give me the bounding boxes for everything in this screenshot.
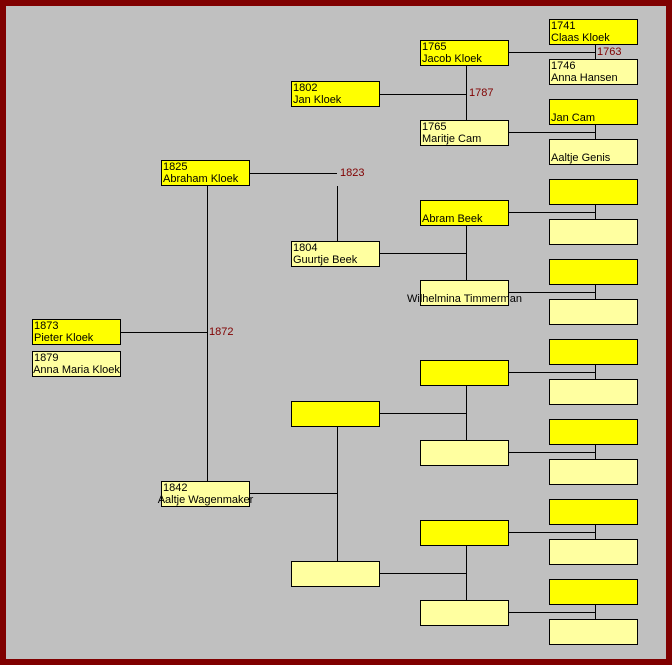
person-name: Guurtje Beek	[293, 254, 358, 266]
connector-line	[466, 226, 467, 280]
person-box-unknown[interactable]	[549, 299, 638, 325]
connector-line	[466, 66, 467, 120]
person-name: Jacob Kloek	[422, 53, 482, 65]
person-box-unknown[interactable]	[549, 219, 638, 245]
person-box-aaltje-genis[interactable]: Aaltje Genis	[549, 139, 638, 165]
connector-line	[379, 573, 466, 574]
person-box-unknown[interactable]	[420, 440, 509, 466]
connector-line	[595, 125, 596, 139]
connector-line	[120, 332, 208, 333]
person-name: Aaltje Wagenmaker	[157, 494, 254, 506]
connector-line	[508, 452, 595, 453]
person-box-unknown[interactable]	[549, 579, 638, 605]
connector-line	[466, 546, 467, 600]
connector-line	[249, 493, 337, 494]
person-name: Jan Kloek	[293, 94, 342, 106]
connector-line	[508, 212, 595, 213]
birth-year: 1765	[422, 41, 447, 53]
person-box-unknown[interactable]	[549, 499, 638, 525]
person-box-unknown[interactable]	[291, 401, 380, 427]
person-name: Abraham Kloek	[163, 173, 239, 185]
connector-line	[595, 365, 596, 379]
connector-line	[379, 94, 466, 95]
person-box-wilhelmina-timmerman[interactable]: Wilhelmina Timmerman	[407, 280, 522, 306]
person-box-unknown[interactable]	[420, 360, 509, 386]
connector-line	[595, 525, 596, 539]
connector-line	[337, 427, 338, 561]
person-box-unknown[interactable]	[549, 339, 638, 365]
birth-year: 1802	[293, 82, 318, 94]
person-box-unknown[interactable]	[549, 539, 638, 565]
person-box-unknown[interactable]	[549, 259, 638, 285]
birth-year: 1741	[551, 20, 576, 32]
person-name: Anna Hansen	[551, 72, 618, 84]
connector-line	[595, 605, 596, 619]
marriage-year: 1823	[340, 167, 365, 179]
person-box-unknown[interactable]	[549, 419, 638, 445]
birth-year: 1842	[163, 482, 188, 494]
marriage-year: 1763	[597, 46, 622, 58]
birth-year: 1825	[163, 161, 188, 173]
connector-line	[595, 205, 596, 219]
person-box-unknown[interactable]	[420, 520, 509, 546]
marriage-year: 1872	[209, 326, 234, 338]
connector-line	[337, 186, 338, 241]
birth-year: 1879	[34, 352, 59, 364]
person-name: Wilhelmina Timmerman	[407, 293, 522, 305]
connector-line	[595, 285, 596, 299]
connector-line	[508, 132, 595, 133]
connector-line	[508, 292, 595, 293]
connector-line	[508, 612, 595, 613]
marriage-year: 1787	[469, 87, 494, 99]
connector-line	[249, 173, 337, 174]
person-box-jan-cam[interactable]: Jan Cam	[549, 99, 638, 125]
person-box-unknown[interactable]	[291, 561, 380, 587]
birth-year: 1804	[293, 242, 318, 254]
person-name: Pieter Kloek	[34, 332, 94, 344]
connector-line	[508, 372, 595, 373]
birth-year: 1746	[551, 60, 576, 72]
person-box-unknown[interactable]	[420, 600, 509, 626]
person-name: Maritje Cam	[422, 133, 482, 145]
person-name: Jan Cam	[551, 112, 596, 124]
birth-year: 1765	[422, 121, 447, 133]
connector-line	[466, 386, 467, 440]
connector-line	[379, 253, 466, 254]
connector-line	[595, 45, 596, 59]
person-box-unknown[interactable]	[549, 179, 638, 205]
connector-line	[379, 413, 466, 414]
person-box-unknown[interactable]	[549, 619, 638, 645]
person-box-unknown[interactable]	[549, 379, 638, 405]
connector-line	[207, 186, 208, 481]
connector-line	[508, 532, 595, 533]
person-name: Claas Kloek	[551, 32, 610, 44]
person-name: Anna Maria Kloek	[33, 364, 120, 376]
person-box-unknown[interactable]	[549, 459, 638, 485]
person-name: Aaltje Genis	[551, 152, 611, 164]
connector-line	[508, 52, 595, 53]
person-name: Abram Beek	[422, 213, 483, 225]
person-box-abram-beek[interactable]: Abram Beek	[420, 200, 509, 226]
connector-line	[595, 445, 596, 459]
birth-year: 1873	[34, 320, 59, 332]
